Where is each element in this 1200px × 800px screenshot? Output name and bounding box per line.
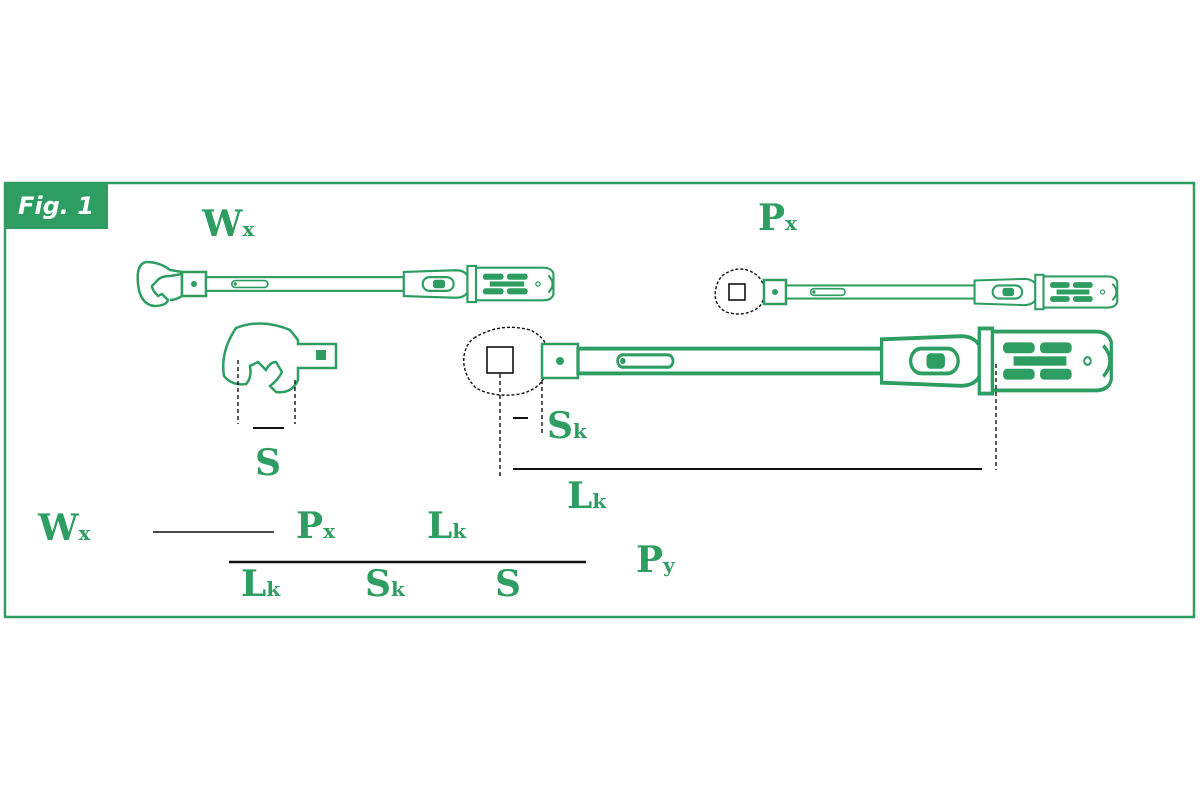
open-jaw-insert-icon [222,322,338,394]
formula-numerator-term-1-sub: x [323,519,336,543]
formula-denominator-term-3-main: S [495,563,521,605]
formula-lhs-main: W [37,507,79,549]
formula-denominator-term-2: Sk [365,563,406,605]
figure-tag: Fig. 1 [5,183,108,229]
label-lever-length-main: L [567,475,592,517]
label-lever-length-sub: k [592,489,607,513]
open-end-wrench-icon [136,260,555,308]
formula-lhs-sub: x [78,521,91,545]
label-shank-offset-sub: k [573,419,588,443]
formula-rhs-main: P [636,539,663,581]
formula-numerator-term-2: Lk [427,505,467,547]
formula-numerator-term-2-sub: k [452,519,467,543]
formula-denominator-term-3: S [495,563,521,605]
formula: Wx Px Lk Lk Sk S Py [37,505,676,605]
square-drive-wrench-small-icon [714,268,1119,315]
label-top-left-main: W [201,203,243,245]
label-spanner-width: S [255,442,281,484]
formula-denominator-term-1-main: L [241,563,266,605]
label-spanner-width-main: S [255,442,281,484]
formula-denominator-term-1-sub: k [266,577,281,601]
formula-numerator-term-2-main: L [427,505,452,547]
label-top-left: Wx [201,203,255,245]
label-shank-offset: Sk [547,405,588,447]
figure-tag-text: Fig. 1 [18,192,94,220]
label-lever-length: Lk [567,475,607,517]
formula-numerator-term-1: Px [296,505,336,547]
formula-lhs: Wx [37,507,91,549]
figure-tag-background [5,183,108,229]
label-top-left-sub: x [242,217,255,241]
label-shank-offset-main: S [547,405,573,447]
formula-denominator-term-2-sub: k [391,577,406,601]
formula-rhs-sub: y [662,553,676,577]
label-top-right-main: P [758,197,785,239]
label-top-right-sub: x [785,211,798,235]
label-top-right: Px [758,197,798,239]
formula-numerator-term-1-main: P [296,505,323,547]
formula-denominator-term-2-main: S [365,563,391,605]
square-drive-wrench-icon [463,326,1114,396]
formula-rhs: Py [636,539,676,581]
formula-denominator-term-1: Lk [241,563,281,605]
figure-frame [3,181,1196,619]
